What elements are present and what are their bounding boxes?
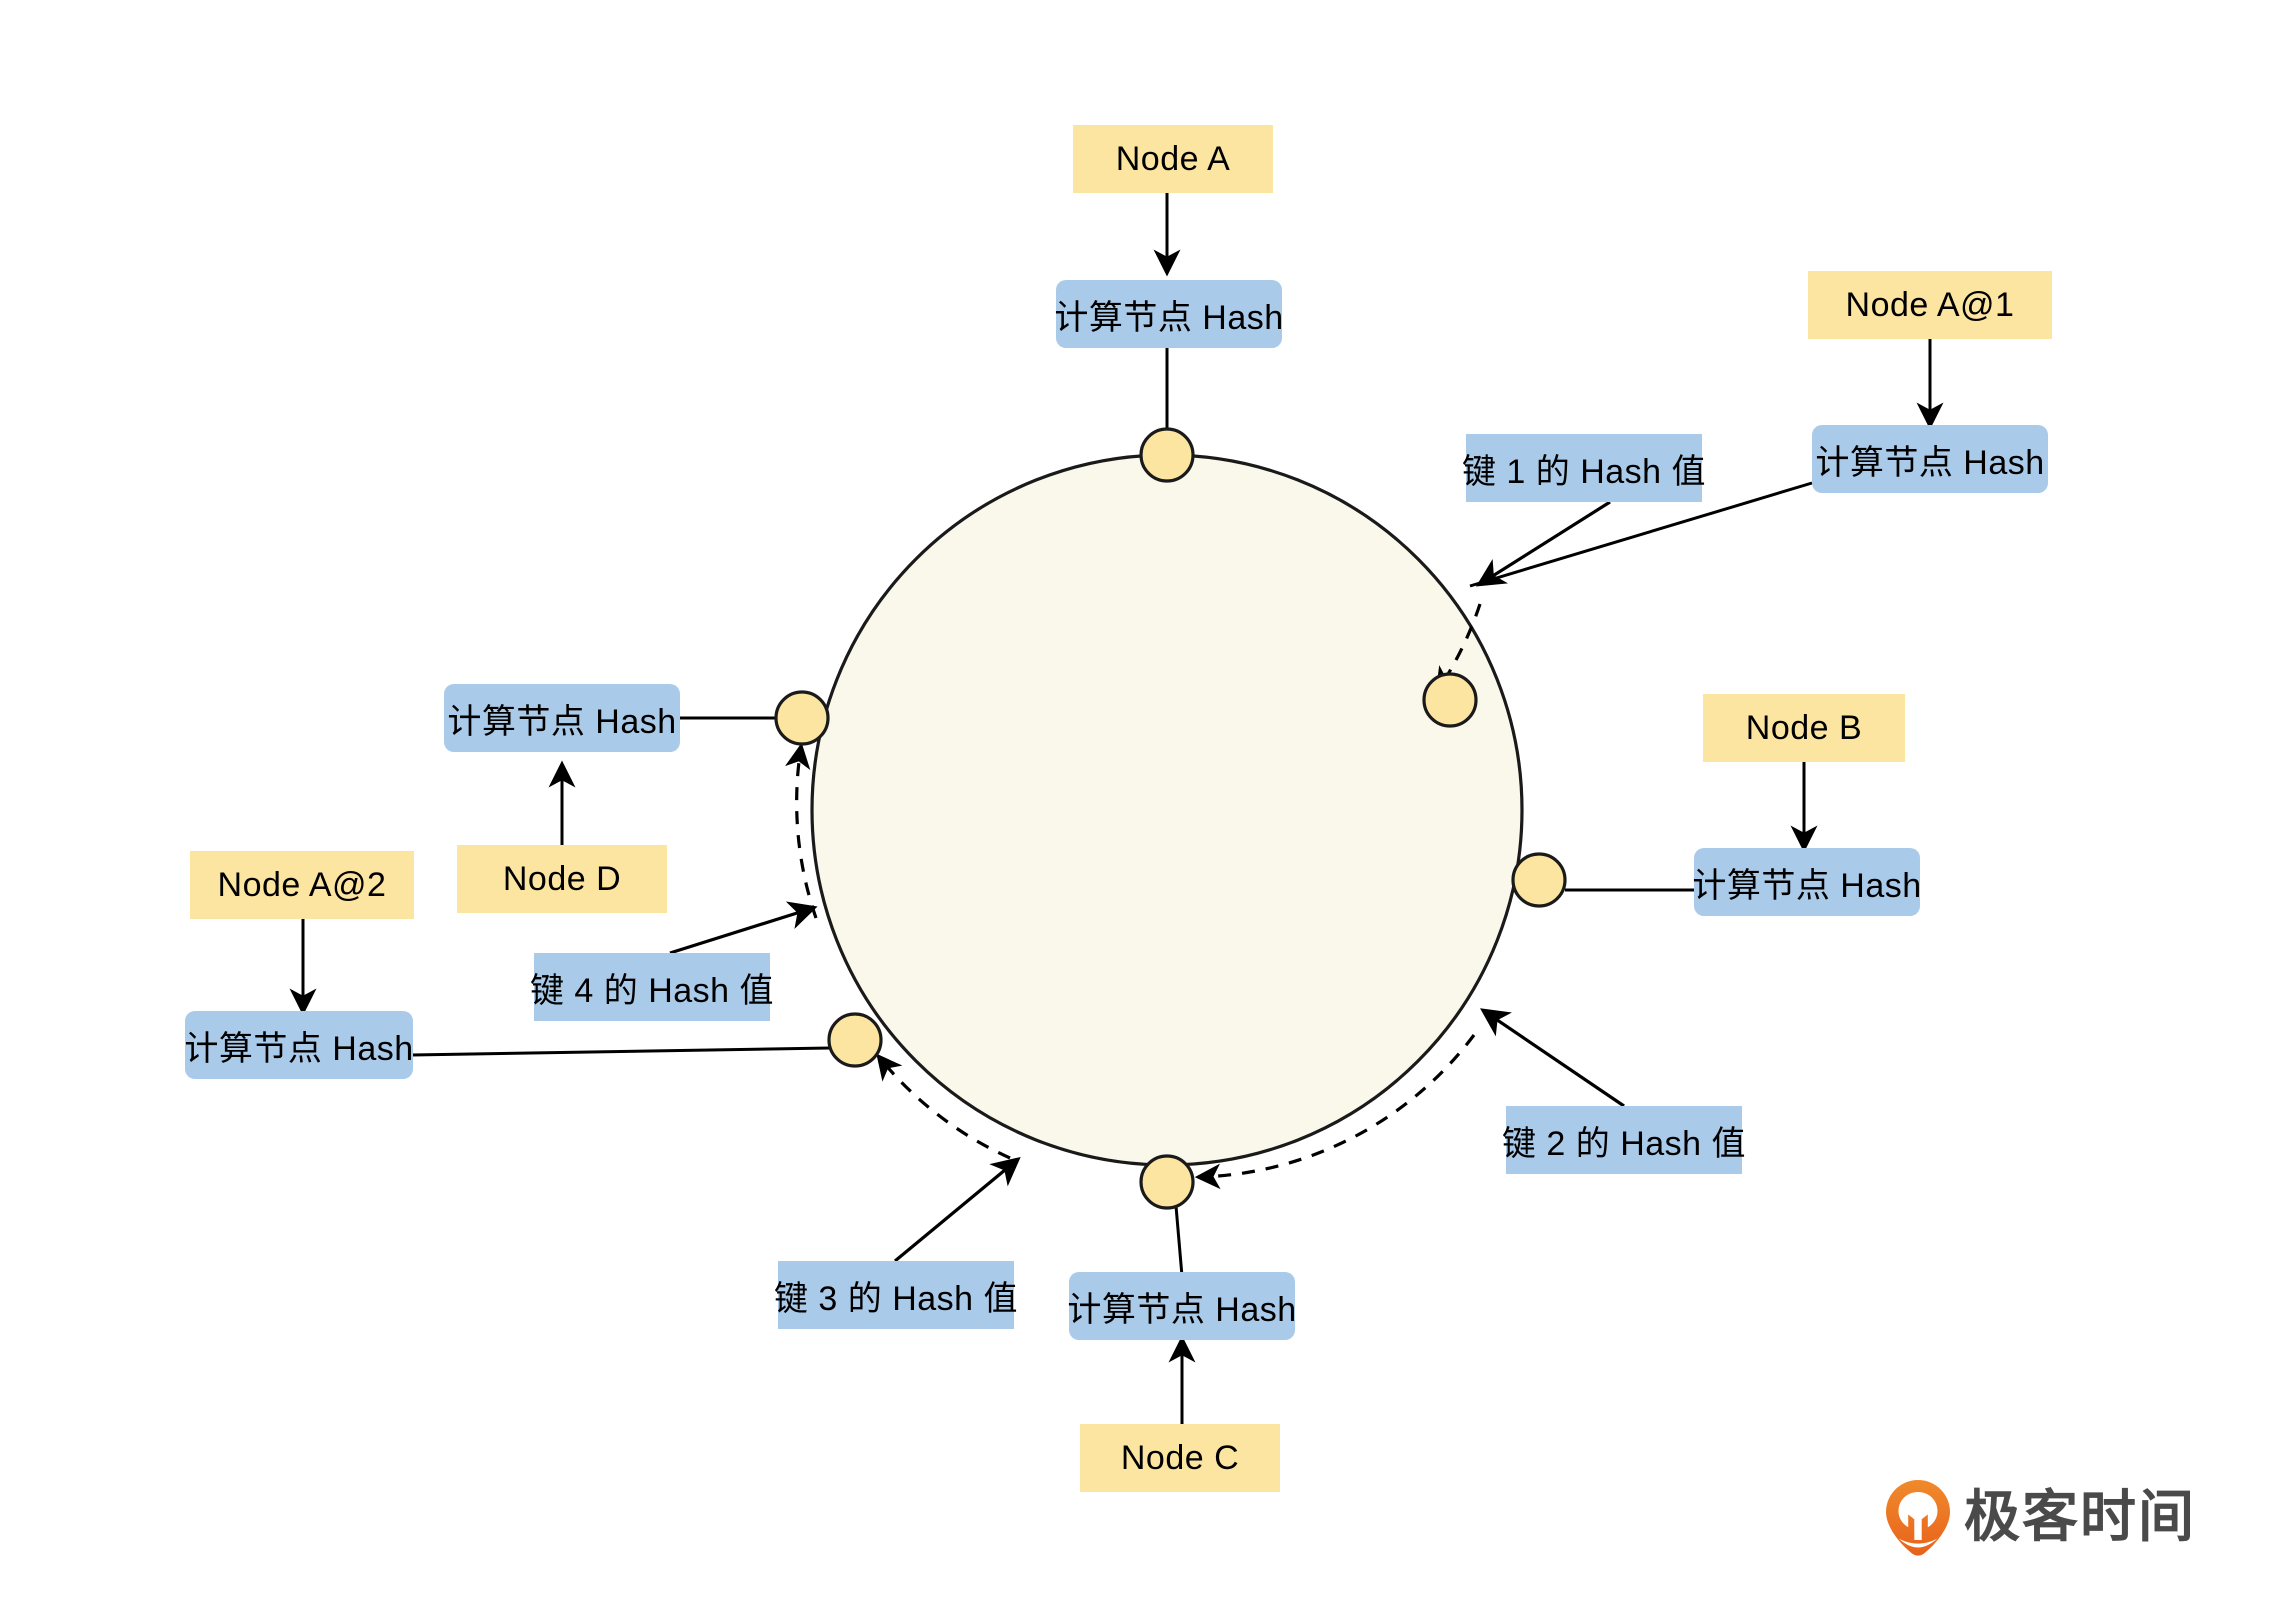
hash-box-node-a[interactable]: 计算节点 Hash [1054, 280, 1283, 348]
ring-node-a1[interactable] [1422, 672, 1478, 728]
ring-node-b[interactable] [1511, 852, 1567, 908]
mapping-arc-key4-to-node-d [785, 742, 818, 919]
ring-node-d[interactable] [774, 690, 830, 746]
node-b-box[interactable]: Node B [1703, 694, 1905, 762]
ring-node-a[interactable] [1139, 427, 1195, 483]
hash-box-node-a2[interactable]: 计算节点 Hash [184, 1011, 413, 1079]
connector-hash-c-to-ring [1174, 1205, 1184, 1277]
callout-key1-arrow [1475, 500, 1611, 587]
mapping-arc-key3-to-node-a2 [876, 1053, 1011, 1160]
callout-key3-arrow [893, 1156, 1021, 1263]
connector-hash-a1-to-ring [1469, 481, 1813, 588]
hash-box-node-c[interactable]: 计算节点 Hash [1067, 1272, 1296, 1340]
geektime-logo: 极客时间 [1886, 1478, 2196, 1556]
hash-box-node-a1[interactable]: 计算节点 Hash [1812, 425, 2048, 493]
node-a1-box[interactable]: Node A@1 [1808, 271, 2052, 339]
node-d-box[interactable]: Node D [457, 845, 667, 913]
node-a-box[interactable]: Node A [1073, 125, 1273, 193]
mapping-arc-key1-to-node-a1 [1435, 603, 1482, 694]
geektime-pin-icon [1886, 1480, 1950, 1556]
connector-hash-a2-to-ring [411, 1046, 831, 1057]
node-c-box[interactable]: Node C [1080, 1424, 1280, 1492]
hash-box-node-d[interactable]: 计算节点 Hash [444, 684, 680, 752]
callout-key2-arrow [1480, 1008, 1625, 1108]
key4-hash-label[interactable]: 键 4 的 Hash 值 [530, 953, 774, 1021]
geektime-logo-text: 极客时间 [1964, 1485, 2196, 1548]
ring-node-c[interactable] [1139, 1154, 1195, 1210]
key2-hash-label[interactable]: 键 2 的 Hash 值 [1502, 1106, 1746, 1174]
callout-key4-arrow [669, 901, 818, 955]
ring-node-a2[interactable] [827, 1012, 883, 1068]
node-a2-box[interactable]: Node A@2 [190, 851, 414, 919]
hash-box-node-b[interactable]: 计算节点 Hash [1692, 848, 1921, 916]
mapping-arc-key2-to-node-c [1194, 1034, 1476, 1190]
key3-hash-label[interactable]: 键 3 的 Hash 值 [774, 1261, 1018, 1329]
key1-hash-label[interactable]: 键 1 的 Hash 值 [1462, 434, 1706, 502]
hash-ring-circle [810, 453, 1524, 1167]
